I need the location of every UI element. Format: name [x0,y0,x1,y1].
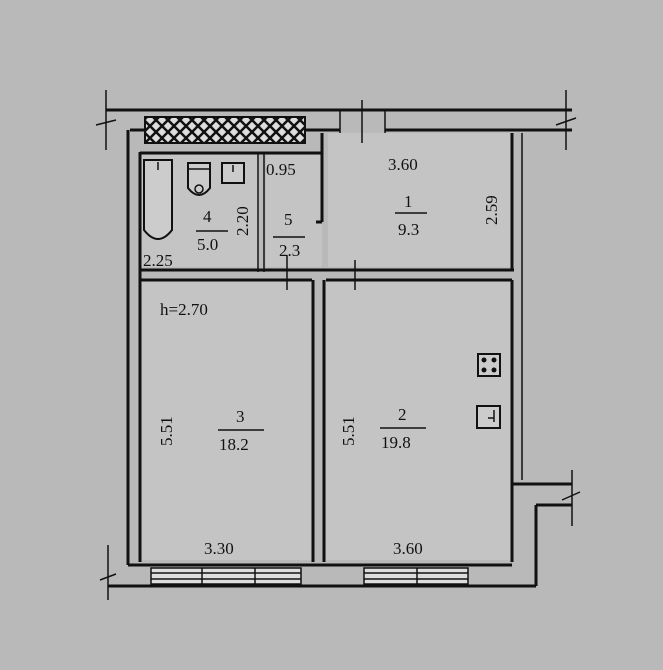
partition-3-2 [311,280,326,562]
room-5-area: 2.3 [279,241,300,260]
room-2-number: 2 [398,405,407,424]
room-1-width: 3.60 [388,155,418,174]
ventilation-shaft [144,116,306,144]
room-4-width: 2.25 [143,251,173,270]
stove-icon [477,353,501,377]
ceiling-height: h=2.70 [160,300,208,319]
room-4-number: 4 [203,207,212,226]
room-5-width: 0.95 [266,160,296,179]
bottom-wall [99,545,536,600]
bathtub-icon [143,159,173,240]
room-3-fill [141,280,313,560]
right-wall-lower [510,280,581,586]
room-3-number: 3 [236,407,245,426]
room-5-number: 5 [284,210,293,229]
room-3-width: 3.30 [204,539,234,558]
right-wall-upper [510,133,523,480]
room-3-depth: 5.51 [157,416,176,446]
room-4-area: 5.0 [197,235,218,254]
room-1-depth: 2.59 [482,195,501,225]
left-wall [126,130,142,565]
sink-icon [221,162,245,184]
room-4-depth: 2.20 [233,206,252,236]
room-2-area: 19.8 [381,433,411,452]
room-2-depth: 5.51 [339,416,358,446]
mid-wall [140,255,514,290]
bathroom-walls [140,133,324,272]
windows [150,567,469,585]
room-1-number: 1 [404,192,413,211]
room-5-fill [266,155,322,267]
room-1-fill [328,133,514,267]
room-2-width: 3.60 [393,539,423,558]
room-3-area: 18.2 [219,435,249,454]
room-1-area: 9.3 [398,220,419,239]
kitchen-sink-icon [476,405,501,429]
toilet-icon [187,162,211,196]
